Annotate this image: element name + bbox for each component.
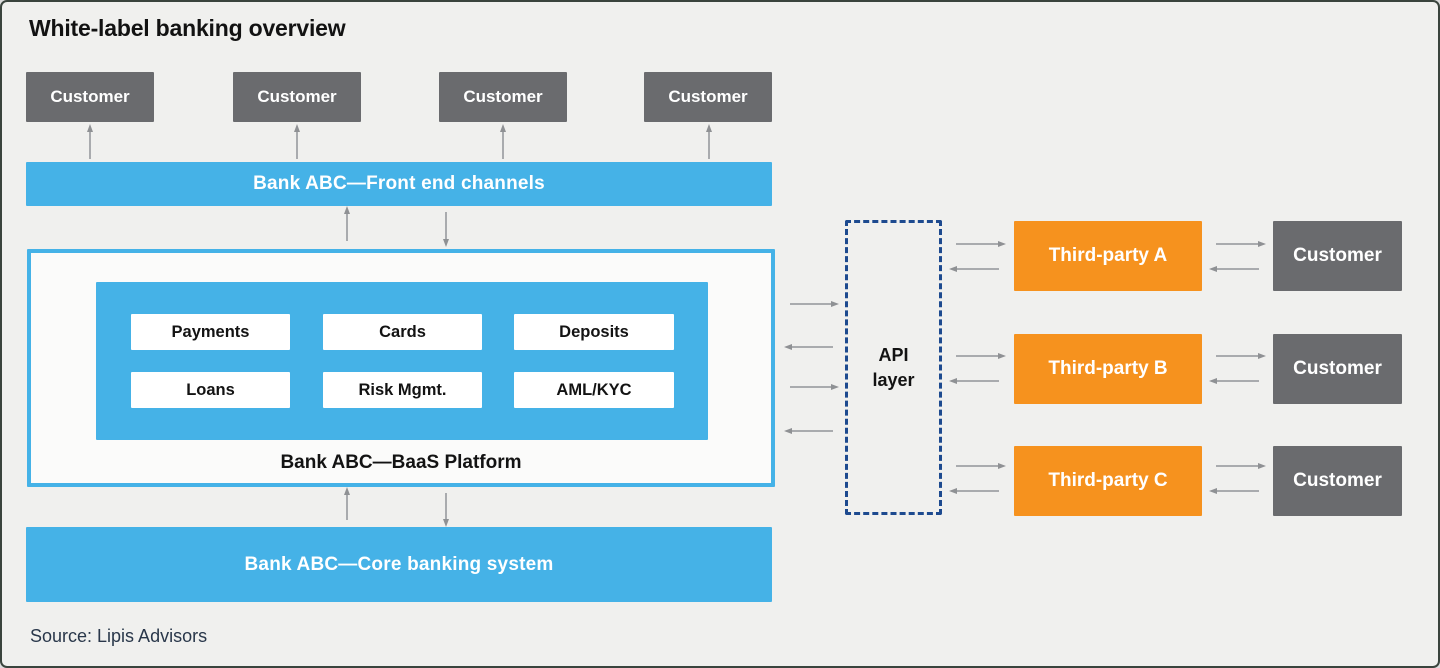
customer-box-right-2: Customer [1273,334,1402,404]
source-note: Source: Lipis Advisors [30,626,208,646]
diagram-title: White-label banking overview [29,15,346,41]
module-chip-payments: Payments [131,314,290,350]
flow-arrow-up-icon [296,132,298,159]
flow-arrow-up-icon [502,132,504,159]
api-layer-box: API layer [845,220,942,515]
core-banking-bar: Bank ABC—Core banking system [26,527,772,602]
flow-arrow-left-icon [956,380,999,382]
flow-arrow-left-icon [791,346,833,348]
flow-arrow-right-icon [1216,465,1259,467]
baas-module-panel [96,282,708,440]
flow-arrow-up-icon [346,214,348,241]
api-layer-label-line2: layer [872,369,915,390]
flow-arrow-right-icon [790,303,832,305]
api-layer-label-line1: API [878,344,909,365]
flow-arrow-left-icon [1216,380,1259,382]
flow-arrow-right-icon [956,243,999,245]
flow-arrow-down-icon [445,493,447,519]
flow-arrow-right-icon [956,465,999,467]
customer-box-right-3: Customer [1273,446,1402,516]
flow-arrow-right-icon [956,355,999,357]
customer-box-right-1: Customer [1273,221,1402,291]
baas-platform-label: Bank ABC—BaaS Platform [280,452,522,473]
module-chip-cards: Cards [323,314,482,350]
customer-box-top-2: Customer [233,72,361,122]
module-chip-deposits: Deposits [514,314,674,350]
flow-arrow-up-icon [89,132,91,159]
module-chip-aml-kyc: AML/KYC [514,372,674,408]
flow-arrow-left-icon [956,490,999,492]
flow-arrow-right-icon [790,386,832,388]
module-chip-loans: Loans [131,372,290,408]
flow-arrow-left-icon [1216,490,1259,492]
flow-arrow-right-icon [1216,355,1259,357]
third-party-a-box: Third-party A [1014,221,1202,291]
front-end-channels-bar: Bank ABC—Front end channels [26,162,772,206]
third-party-b-box: Third-party B [1014,334,1202,404]
flow-arrow-right-icon [1216,243,1259,245]
customer-box-top-4: Customer [644,72,772,122]
flow-arrow-up-icon [708,132,710,159]
flow-arrow-left-icon [1216,268,1259,270]
flow-arrow-left-icon [956,268,999,270]
flow-arrow-up-icon [346,495,348,520]
module-chip-risk-mgmt: Risk Mgmt. [323,372,482,408]
flow-arrow-down-icon [445,212,447,239]
customer-box-top-3: Customer [439,72,567,122]
flow-arrow-left-icon [791,430,833,432]
third-party-c-box: Third-party C [1014,446,1202,516]
customer-box-top-1: Customer [26,72,154,122]
